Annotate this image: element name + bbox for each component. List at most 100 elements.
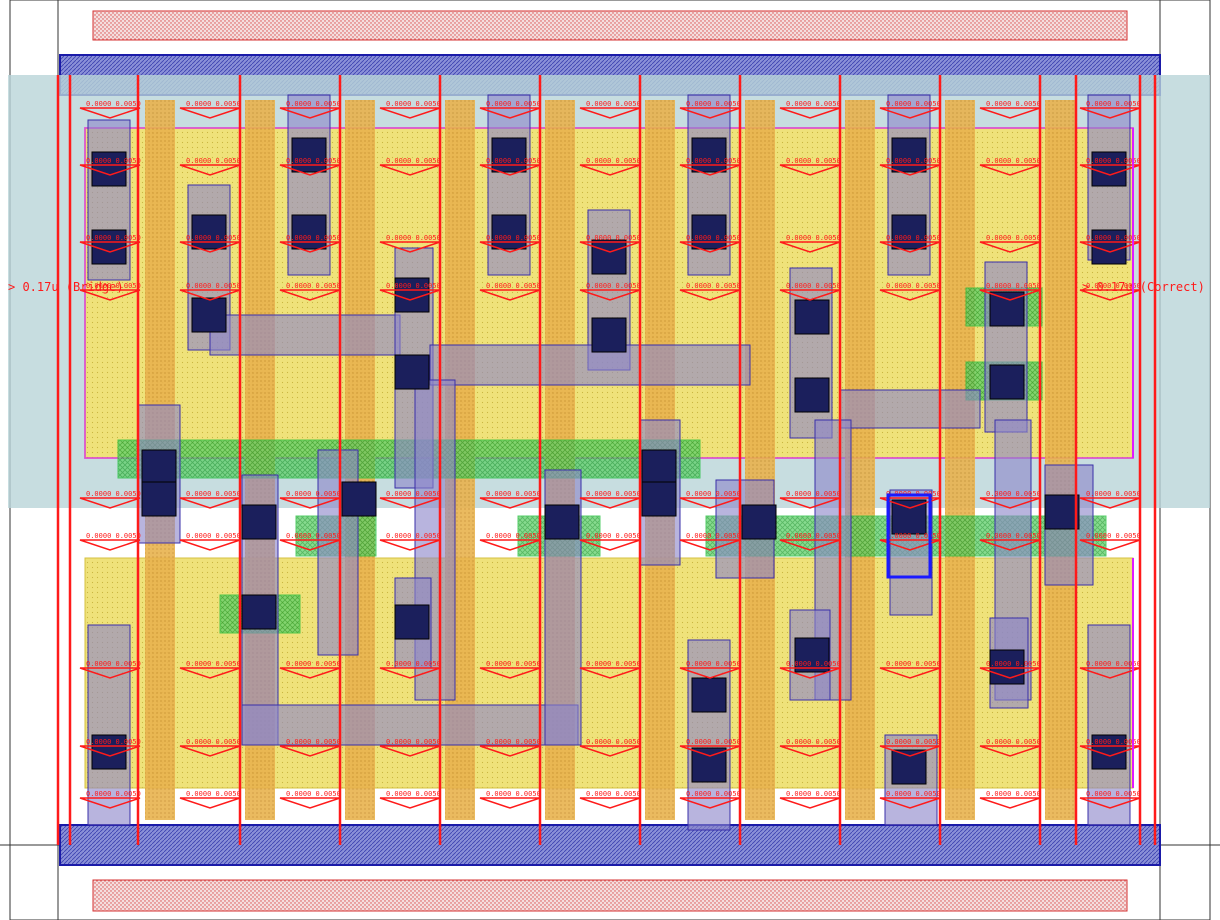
drc-tick-label: 0.0000 0.0050	[986, 790, 1041, 798]
drc-tick-label: 0.0000 0.0050	[386, 738, 441, 746]
drc-tick	[679, 797, 741, 809]
drc-tick-label: 0.0000 0.0050	[586, 282, 641, 290]
drc-tick	[379, 797, 441, 809]
drc-tick	[179, 164, 241, 176]
drc-tick	[279, 797, 341, 809]
contact	[394, 354, 430, 390]
drc-tick	[1079, 497, 1141, 509]
contact	[1091, 229, 1127, 265]
metal1-segment	[1087, 624, 1131, 826]
drc-tick-label: 0.0000 0.0050	[586, 234, 641, 242]
drc-tick-label: 0.0000 0.0050	[86, 490, 141, 498]
drc-tick-label: 0.0000 0.0050	[186, 282, 241, 290]
drc-tick-label: 0.0000 0.0050	[386, 532, 441, 540]
drc-tick-label: 0.0000 0.0050	[86, 660, 141, 668]
drc-tick	[779, 539, 841, 551]
drc-tick	[179, 797, 241, 809]
drc-tick-label: 0.0000 0.0050	[486, 738, 541, 746]
drc-tick-label: 0.0000 0.0050	[986, 660, 1041, 668]
drc-tick	[179, 745, 241, 757]
drc-tick-label: 0.0000 0.0050	[886, 234, 941, 242]
drc-tick-label: 0.0000 0.0050	[686, 490, 741, 498]
contact	[91, 151, 127, 187]
drc-tick	[779, 667, 841, 679]
drc-tick	[779, 107, 841, 119]
vss-rail[interactable]	[59, 824, 1161, 866]
drc-tick-label: 0.0000 0.0050	[386, 282, 441, 290]
drc-tick	[779, 797, 841, 809]
drc-tick-label: 0.0000 0.0050	[586, 532, 641, 540]
drc-tick-label: 0.0000 0.0050	[786, 234, 841, 242]
drc-tick-label: 0.0000 0.0050	[586, 790, 641, 798]
drc-tick	[479, 497, 541, 509]
drc-tick	[1079, 164, 1141, 176]
metal1-segment	[317, 449, 359, 656]
metal1-segment	[209, 314, 401, 356]
drc-tick	[979, 797, 1041, 809]
drc-tick	[879, 289, 941, 301]
drc-tick	[379, 164, 441, 176]
drc-tick	[979, 497, 1041, 509]
drc-tick-label: 0.0000 0.0050	[186, 234, 241, 242]
drc-tick-label: 0.0000 0.0050	[686, 738, 741, 746]
contact	[691, 677, 727, 713]
drc-tick-label: 0.0000 0.0050	[686, 100, 741, 108]
contact	[891, 499, 927, 535]
drc-tick	[79, 667, 141, 679]
drc-tick-label: 0.0000 0.0050	[986, 157, 1041, 165]
drc-tick	[779, 164, 841, 176]
drc-tick-label: 0.0000 0.0050	[86, 282, 141, 290]
contact	[241, 504, 277, 540]
drc-tick-label: 0.0000 0.0050	[1086, 100, 1141, 108]
drc-tick-label: 0.0000 0.0050	[386, 100, 441, 108]
contact	[291, 214, 327, 250]
drc-tick	[379, 241, 441, 253]
contact	[891, 137, 927, 173]
contact	[241, 594, 277, 630]
drc-tick-label: 0.0000 0.0050	[386, 157, 441, 165]
drc-tick-label: 0.0000 0.0050	[886, 532, 941, 540]
drc-tick	[179, 667, 241, 679]
drc-tick	[679, 289, 741, 301]
drc-tick-label: 0.0000 0.0050	[486, 234, 541, 242]
drc-tick	[579, 745, 641, 757]
drc-tick	[979, 745, 1041, 757]
drc-tick	[279, 539, 341, 551]
drc-tick	[879, 797, 941, 809]
drc-tick	[479, 289, 541, 301]
contact	[1044, 494, 1080, 530]
drc-tick-label: 0.0000 0.0050	[1086, 157, 1141, 165]
drc-tick	[1079, 667, 1141, 679]
drc-tick-label: 0.0000 0.0050	[286, 100, 341, 108]
contact	[341, 481, 377, 517]
drc-tick-label: 0.0000 0.0050	[786, 282, 841, 290]
drc-tick-label: 0.0000 0.0050	[1086, 532, 1141, 540]
drc-tick	[879, 745, 941, 757]
drc-tick	[79, 497, 141, 509]
drc-tick-label: 0.0000 0.0050	[486, 100, 541, 108]
drc-tick	[79, 241, 141, 253]
drc-tick-label: 0.0000 0.0050	[886, 660, 941, 668]
drc-tick	[879, 241, 941, 253]
drc-tick-label: 0.0000 0.0050	[286, 282, 341, 290]
drc-tick-label: 0.0000 0.0050	[186, 738, 241, 746]
contact	[491, 214, 527, 250]
drc-tick-label: 0.0000 0.0050	[486, 282, 541, 290]
drc-tick-label: 0.0000 0.0050	[286, 738, 341, 746]
drc-tick	[1079, 797, 1141, 809]
drc-tick-label: 0.0000 0.0050	[586, 660, 641, 668]
drc-tick-label: 0.0000 0.0050	[1086, 738, 1141, 746]
contact	[291, 137, 327, 173]
drc-tick-label: 0.0000 0.0050	[586, 100, 641, 108]
left-drc-annotation: > 0.17u (Bridge)	[8, 280, 124, 294]
drc-tick-label: 0.0000 0.0050	[386, 490, 441, 498]
drc-tick	[279, 497, 341, 509]
drc-tick-label: 0.0000 0.0050	[286, 234, 341, 242]
drc-tick	[579, 289, 641, 301]
contact	[794, 377, 830, 413]
drc-tick	[179, 107, 241, 119]
drc-tick	[779, 289, 841, 301]
drc-tick-label: 0.0000 0.0050	[986, 282, 1041, 290]
drc-tick-label: 0.0000 0.0050	[1086, 660, 1141, 668]
